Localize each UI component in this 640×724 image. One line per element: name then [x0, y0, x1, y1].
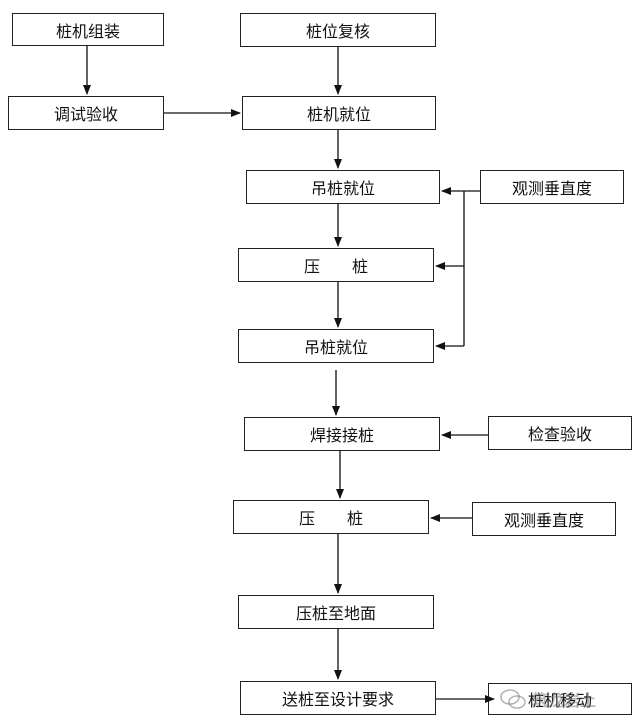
- node-observe-vertical-2: 观测垂直度: [472, 502, 616, 536]
- node-inspect-accept: 检查验收: [488, 416, 632, 450]
- node-send-pile: 送桩至设计要求: [240, 681, 436, 715]
- node-press-to-ground: 压桩至地面: [238, 595, 434, 629]
- node-pile-assembly: 桩机组装: [12, 13, 164, 46]
- node-pile-recheck: 桩位复核: [240, 13, 436, 47]
- node-hoist-pile-2: 吊桩就位: [238, 329, 434, 363]
- node-debug-accept: 调试验收: [8, 96, 164, 130]
- node-press-pile-2: 压 桩: [233, 500, 429, 534]
- node-pile-machine-move: 桩机移动: [488, 683, 632, 715]
- node-observe-vertical-1: 观测垂直度: [480, 170, 624, 204]
- node-weld-pile: 焊接接桩: [244, 417, 440, 451]
- wechat-icon: [500, 688, 526, 710]
- node-pile-machine-in-place: 桩机就位: [242, 96, 436, 130]
- watermark-text: 筑龙岩土: [532, 691, 597, 710]
- node-press-pile-1: 压 桩: [238, 248, 434, 282]
- watermark: 筑龙岩土: [500, 679, 632, 719]
- node-hoist-pile-1: 吊桩就位: [246, 170, 440, 204]
